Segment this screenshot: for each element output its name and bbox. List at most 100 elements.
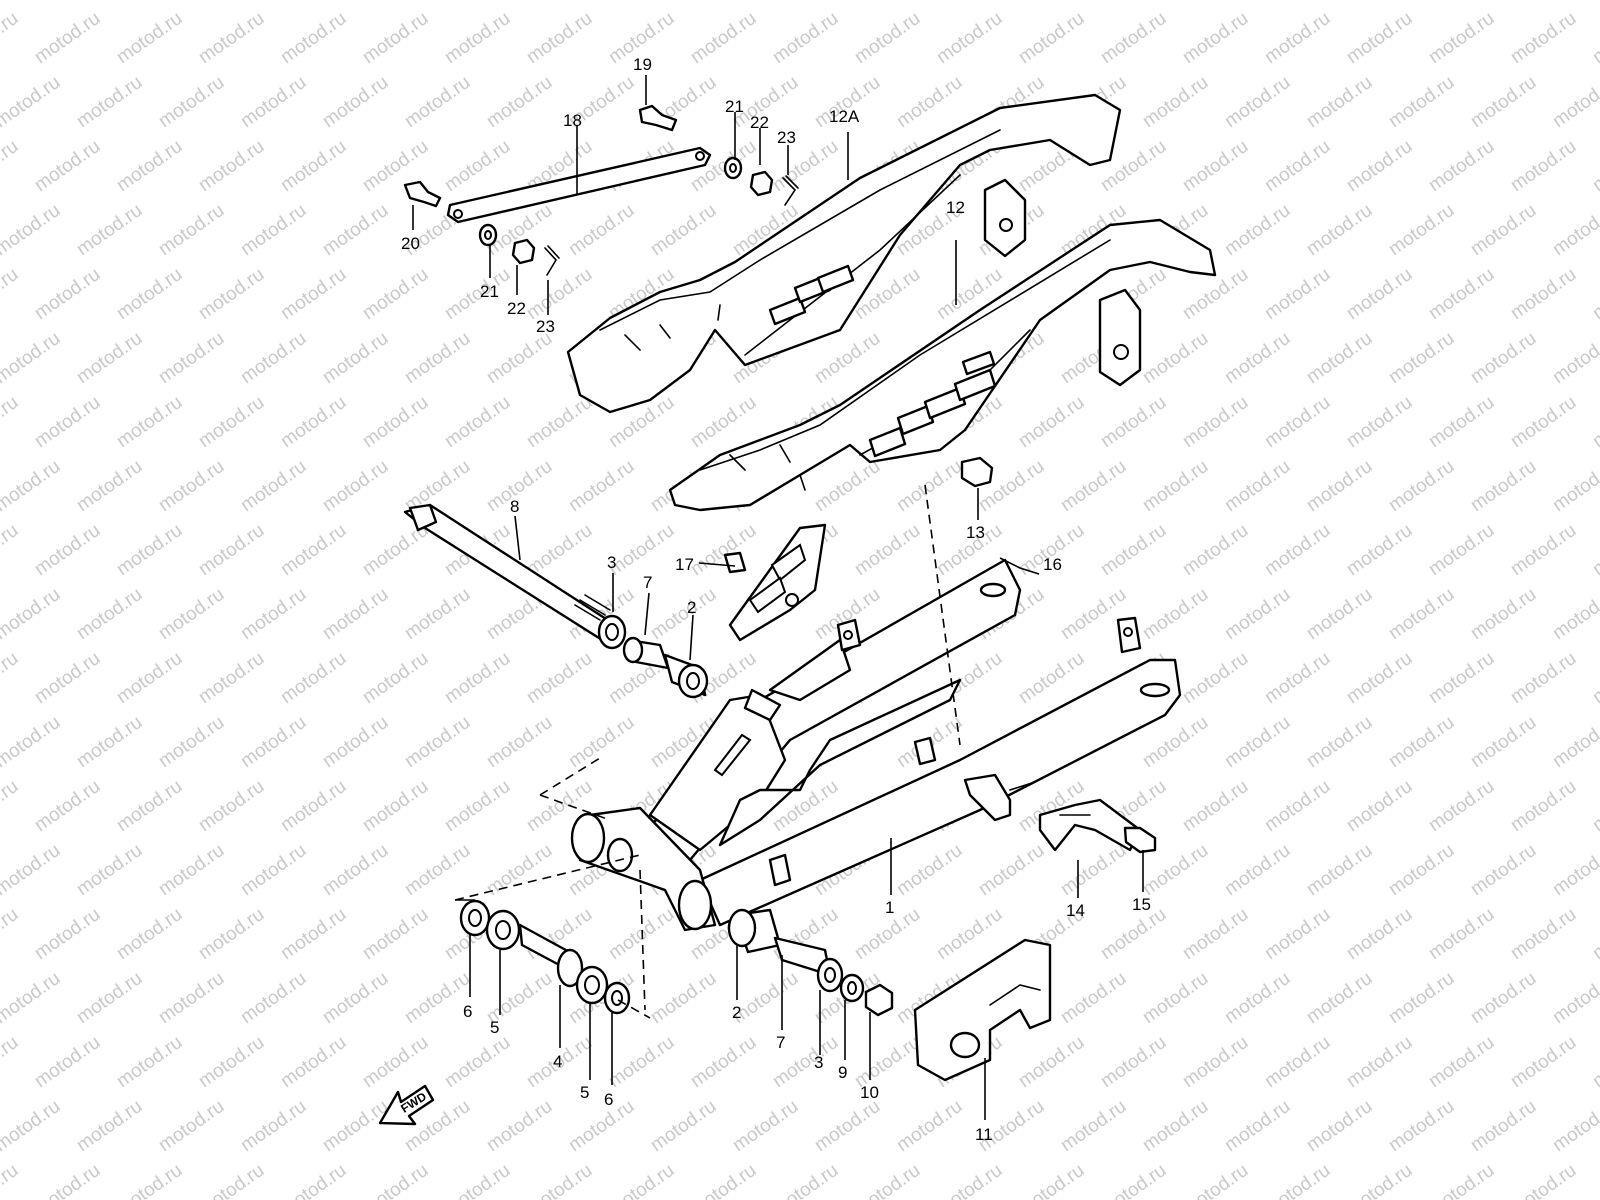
watermark-text: motod.ru: [0, 776, 22, 836]
watermark-text: motod.ru: [319, 72, 392, 132]
watermark-text: motod.ru: [277, 648, 350, 708]
watermark-text: motod.ru: [359, 1160, 432, 1200]
watermark-text: motod.ru: [523, 264, 596, 324]
watermark-text: motod.ru: [31, 520, 104, 580]
right-pivot-parts: [727, 908, 894, 1017]
watermark-text: motod.ru: [113, 520, 186, 580]
case-bolt: [960, 456, 994, 488]
watermark-text: motod.ru: [1549, 968, 1600, 1028]
watermark-text: motod.ru: [0, 392, 22, 452]
watermark-text: motod.ru: [1385, 968, 1458, 1028]
watermark-text: motod.ru: [359, 392, 432, 452]
watermark-text: motod.ru: [1385, 584, 1458, 644]
watermark-text: motod.ru: [195, 136, 268, 196]
watermark-text: motod.ru: [31, 904, 104, 964]
watermark-text: motod.ru: [237, 0, 310, 4]
watermark-text: motod.ru: [155, 584, 228, 644]
watermark-text: motod.ru: [1303, 712, 1376, 772]
watermark-text: motod.ru: [359, 8, 432, 68]
watermark-text: motod.ru: [1303, 200, 1376, 260]
watermark-text: motod.ru: [1385, 840, 1458, 900]
callout-7-upper: 7: [643, 573, 652, 592]
watermark-text: motod.ru: [1343, 264, 1416, 324]
watermark-text: motod.ru: [1589, 1032, 1600, 1092]
watermark-text: motod.ru: [1467, 72, 1540, 132]
watermark-text: motod.ru: [893, 0, 966, 4]
watermark-text: motod.ru: [1139, 0, 1212, 4]
watermark-text: motod.ru: [1261, 8, 1334, 68]
watermark-text: motod.ru: [565, 712, 638, 772]
watermark-text: motod.ru: [113, 1160, 186, 1200]
callout-7-lower: 7: [776, 1033, 785, 1052]
watermark-text: motod.ru: [73, 200, 146, 260]
watermark-text: motod.ru: [729, 0, 802, 4]
watermark-text: motod.ru: [565, 456, 638, 516]
watermark-text: motod.ru: [1425, 264, 1498, 324]
watermark-text: motod.ru: [1221, 72, 1294, 132]
watermark-text: motod.ru: [155, 456, 228, 516]
watermark-text: motod.ru: [851, 1160, 924, 1200]
watermark-text: motod.ru: [1507, 776, 1580, 836]
watermark-text: motod.ru: [73, 1096, 146, 1156]
watermark-text: motod.ru: [1221, 840, 1294, 900]
watermark-text: motod.ru: [687, 1160, 760, 1200]
watermark-text: motod.ru: [1425, 520, 1498, 580]
watermark-text: motod.ru: [1425, 8, 1498, 68]
callout-23-lower: 23: [536, 317, 555, 336]
watermark-text: motod.ru: [0, 72, 64, 132]
watermark-text: motod.ru: [1467, 0, 1540, 4]
watermark-text: motod.ru: [0, 200, 64, 260]
watermark-text: motod.ru: [1097, 8, 1170, 68]
watermark-text: motod.ru: [975, 840, 1048, 900]
watermark-text: motod.ru: [359, 1032, 432, 1092]
callout-3-upper: 3: [607, 553, 616, 572]
rod-and-hardware: [403, 104, 799, 276]
watermark-text: motod.ru: [155, 712, 228, 772]
watermark-text: motod.ru: [647, 1096, 720, 1156]
watermark-text: motod.ru: [319, 584, 392, 644]
watermark-text: motod.ru: [1549, 0, 1600, 4]
callout-18: 18: [563, 111, 582, 130]
watermark-text: motod.ru: [319, 328, 392, 388]
callout-22-upper: 22: [750, 113, 769, 132]
watermark-text: motod.ru: [1425, 1160, 1498, 1200]
torque-bracket: [1038, 798, 1157, 854]
watermark-text: motod.ru: [1549, 72, 1600, 132]
watermark-text: motod.ru: [401, 0, 474, 4]
watermark-text: motod.ru: [441, 1032, 514, 1092]
callout-2-upper: 2: [687, 598, 696, 617]
watermark-text: motod.ru: [1097, 520, 1170, 580]
watermark-text: motod.ru: [1385, 0, 1458, 4]
callout-15: 15: [1132, 895, 1151, 914]
watermark-text: motod.ru: [277, 904, 350, 964]
watermark-text: motod.ru: [1261, 648, 1334, 708]
watermark-text: motod.ru: [73, 584, 146, 644]
watermark-text: motod.ru: [113, 904, 186, 964]
watermark-text: motod.ru: [1221, 200, 1294, 260]
watermark-text: motod.ru: [1549, 328, 1600, 388]
watermark-text: motod.ru: [277, 264, 350, 324]
watermark-text: motod.ru: [483, 1096, 556, 1156]
watermark-text: motod.ru: [319, 840, 392, 900]
watermark-text: motod.ru: [1057, 1096, 1130, 1156]
watermark-text: motod.ru: [441, 1160, 514, 1200]
callout-4: 4: [553, 1052, 562, 1071]
watermark-text: motod.ru: [237, 712, 310, 772]
watermark-text: motod.ru: [0, 840, 64, 900]
callout-16: 16: [1043, 555, 1062, 574]
watermark-text: motod.ru: [277, 776, 350, 836]
watermark-text: motod.ru: [1343, 520, 1416, 580]
watermark-text: motod.ru: [1221, 0, 1294, 4]
watermark-text: motod.ru: [975, 0, 1048, 4]
watermark-text: motod.ru: [1589, 1160, 1600, 1200]
watermark-text: motod.ru: [0, 328, 64, 388]
watermark-text: motod.ru: [195, 520, 268, 580]
watermark-text: motod.ru: [1467, 1096, 1540, 1156]
watermark-text: motod.ru: [729, 1096, 802, 1156]
watermark-text: motod.ru: [195, 776, 268, 836]
watermark-text: motod.ru: [1425, 904, 1498, 964]
watermark-text: motod.ru: [647, 200, 720, 260]
callout-23-upper: 23: [777, 128, 796, 147]
watermark-text: motod.ru: [441, 776, 514, 836]
watermark-text: motod.ru: [1589, 136, 1600, 196]
